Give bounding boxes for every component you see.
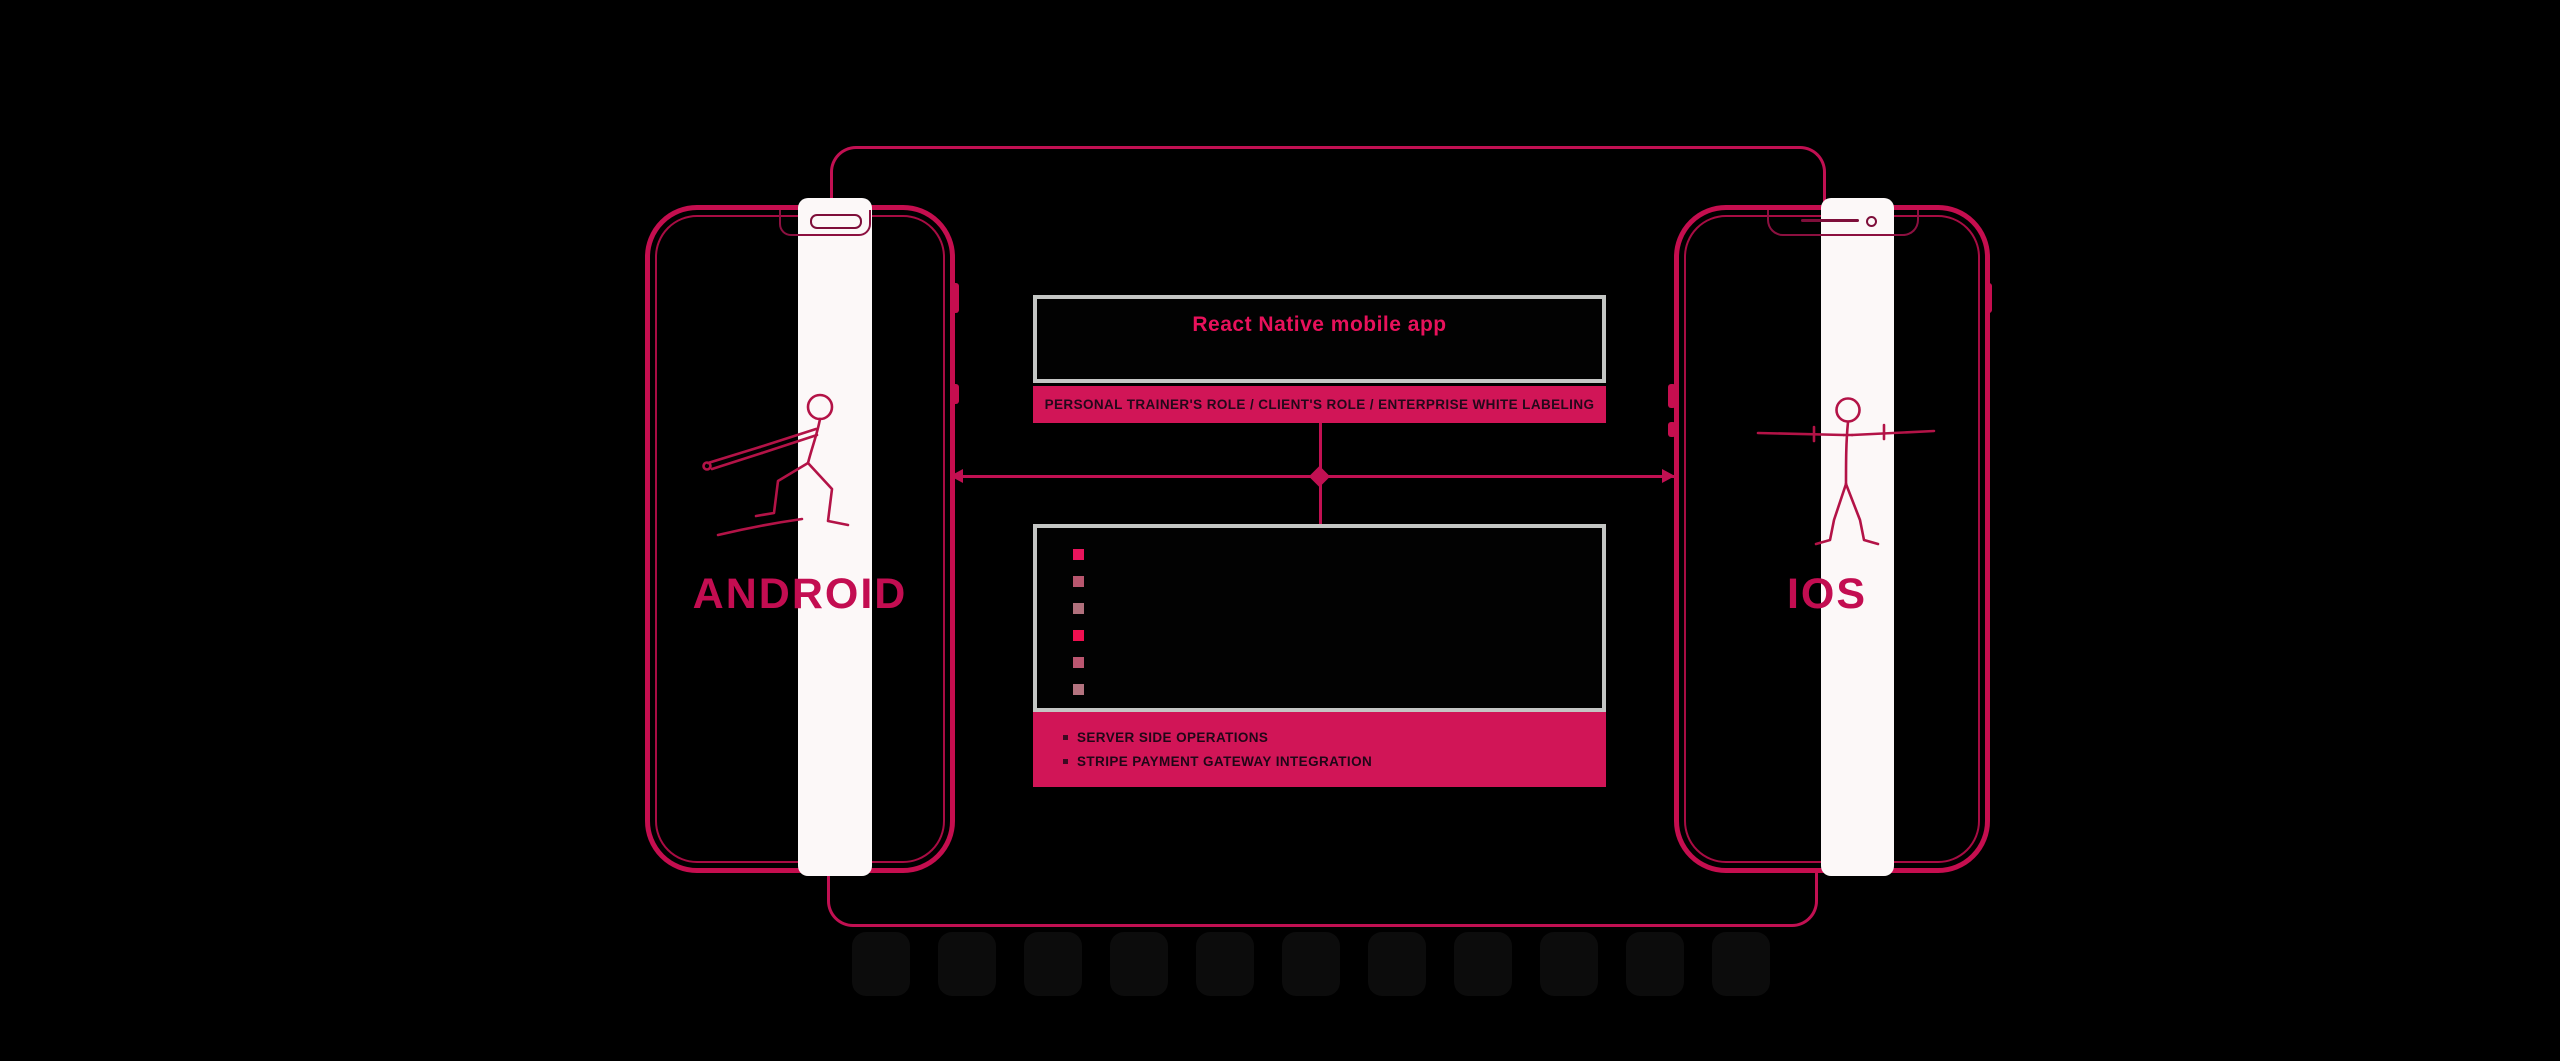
backend-bullet-icon [1063, 759, 1068, 764]
watermark-blob [1196, 932, 1254, 996]
backend-line-text: SERVER SIDE OPERATIONS [1077, 730, 1269, 745]
android-speaker-icon [810, 214, 862, 229]
android-notch-icon [779, 210, 871, 236]
watermark-blob [1282, 932, 1340, 996]
watermark-blob [1368, 932, 1426, 996]
connector-node-diamond [1308, 465, 1331, 488]
watermark-blob [1454, 932, 1512, 996]
watermark-blob [938, 932, 996, 996]
android-white-stripe [798, 198, 872, 876]
watermark-blob [1626, 932, 1684, 996]
feature-bullet-icon [1073, 549, 1084, 560]
feature-bullet-icon [1073, 657, 1084, 668]
feature-bullet-icon [1073, 576, 1084, 587]
app-title-box: React Native mobile app [1033, 295, 1606, 383]
feature-bullet-list [1073, 549, 1084, 695]
android-volume-button-icon [951, 283, 959, 313]
faint-watermark-row [852, 932, 1770, 996]
watermark-blob [1024, 932, 1082, 996]
feature-bullet-icon [1073, 603, 1084, 614]
backend-banner: SERVER SIDE OPERATIONS STRIPE PAYMENT GA… [1033, 712, 1606, 787]
features-box [1033, 524, 1606, 712]
iphone-camera-icon [1866, 216, 1877, 227]
arrowhead-right-icon [1662, 469, 1675, 483]
backend-line-text: STRIPE PAYMENT GATEWAY INTEGRATION [1077, 754, 1373, 769]
ios-white-stripe [1821, 198, 1894, 876]
iphone-volume-up-button-icon [1668, 384, 1676, 408]
backend-bullet-icon [1063, 735, 1068, 740]
feature-bullet-icon [1073, 684, 1084, 695]
roles-banner: PERSONAL TRAINER'S ROLE / CLIENT'S ROLE … [1033, 386, 1606, 423]
top-connector-loop [830, 146, 1826, 209]
iphone-volume-down-button-icon [1668, 422, 1676, 437]
watermark-blob [1540, 932, 1598, 996]
backend-line: SERVER SIDE OPERATIONS [1063, 730, 1606, 745]
feature-bullet-icon [1073, 630, 1084, 641]
bottom-connector-loop [827, 868, 1818, 927]
iphone-speaker-icon [1801, 219, 1859, 222]
arm-stretch-exercise-figure-icon [1756, 397, 1936, 546]
watermark-blob [1110, 932, 1168, 996]
android-power-button-icon [951, 384, 959, 404]
ios-label: IOS [1786, 570, 1868, 618]
android-label: ANDROID [692, 570, 908, 618]
lunge-exercise-figure-icon [702, 393, 850, 537]
backend-line: STRIPE PAYMENT GATEWAY INTEGRATION [1063, 754, 1606, 769]
watermark-blob [852, 932, 910, 996]
watermark-blob [1712, 932, 1770, 996]
roles-banner-text: PERSONAL TRAINER'S ROLE / CLIENT'S ROLE … [1044, 397, 1595, 412]
iphone-notch-icon [1767, 210, 1919, 236]
app-title: React Native mobile app [1192, 313, 1447, 336]
